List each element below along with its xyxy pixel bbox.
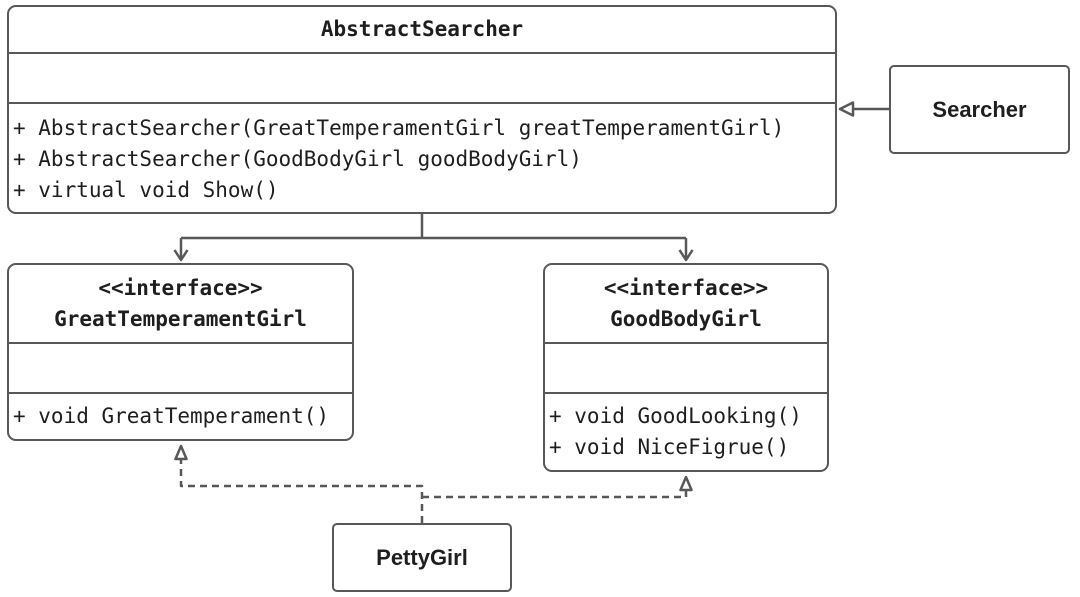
association-arrowhead-good-body-girl xyxy=(678,249,694,262)
attributes-section xyxy=(9,344,352,394)
method: + void NiceFigrue() xyxy=(549,435,790,459)
class-header: AbstractSearcher xyxy=(9,7,835,54)
method: + virtual void Show() xyxy=(13,178,279,202)
attributes-section xyxy=(9,54,835,104)
stereotype-label: <<interface>> xyxy=(98,275,263,300)
class-name: AbstractSearcher xyxy=(320,17,524,41)
class-name: GoodBodyGirl xyxy=(610,306,762,331)
realization-line-great-temperament-girl xyxy=(179,459,424,523)
realization-arrowhead-good-body-girl xyxy=(679,475,693,492)
method: + void GoodLooking() xyxy=(549,404,802,428)
methods-section: + void GreatTemperament() xyxy=(9,394,352,439)
class-name: Searcher xyxy=(932,96,1027,122)
interface-great-temperament-girl: <<interface>> GreatTemperamentGirl + voi… xyxy=(7,263,354,441)
association-arrowhead-great-temperament-girl xyxy=(173,249,189,262)
attributes-section xyxy=(545,344,827,394)
realization-line-good-body-girl xyxy=(422,490,688,499)
generalization-arrowhead-searcher xyxy=(838,101,855,117)
class-searcher: Searcher xyxy=(889,65,1070,154)
method: + AbstractSearcher(GoodBodyGirl goodBody… xyxy=(13,147,582,171)
method: + void GreatTemperament() xyxy=(13,404,330,428)
class-name: GreatTemperamentGirl xyxy=(54,306,307,331)
method: + AbstractSearcher(GreatTemperamentGirl … xyxy=(13,116,785,140)
class-abstract-searcher: AbstractSearcher + AbstractSearcher(Grea… xyxy=(7,5,837,214)
class-header: <<interface>> GoodBodyGirl xyxy=(545,265,827,344)
interface-good-body-girl: <<interface>> GoodBodyGirl + void GoodLo… xyxy=(543,263,829,472)
class-name: PettyGirl xyxy=(376,544,468,570)
methods-section: + void GoodLooking() + void NiceFigrue() xyxy=(545,394,827,470)
stereotype-label: <<interface>> xyxy=(603,275,769,300)
class-petty-girl: PettyGirl xyxy=(332,523,512,592)
realization-arrowhead-great-temperament-girl xyxy=(174,444,188,461)
class-header: <<interface>> GreatTemperamentGirl xyxy=(9,265,352,344)
methods-section: + AbstractSearcher(GreatTemperamentGirl … xyxy=(9,104,835,212)
